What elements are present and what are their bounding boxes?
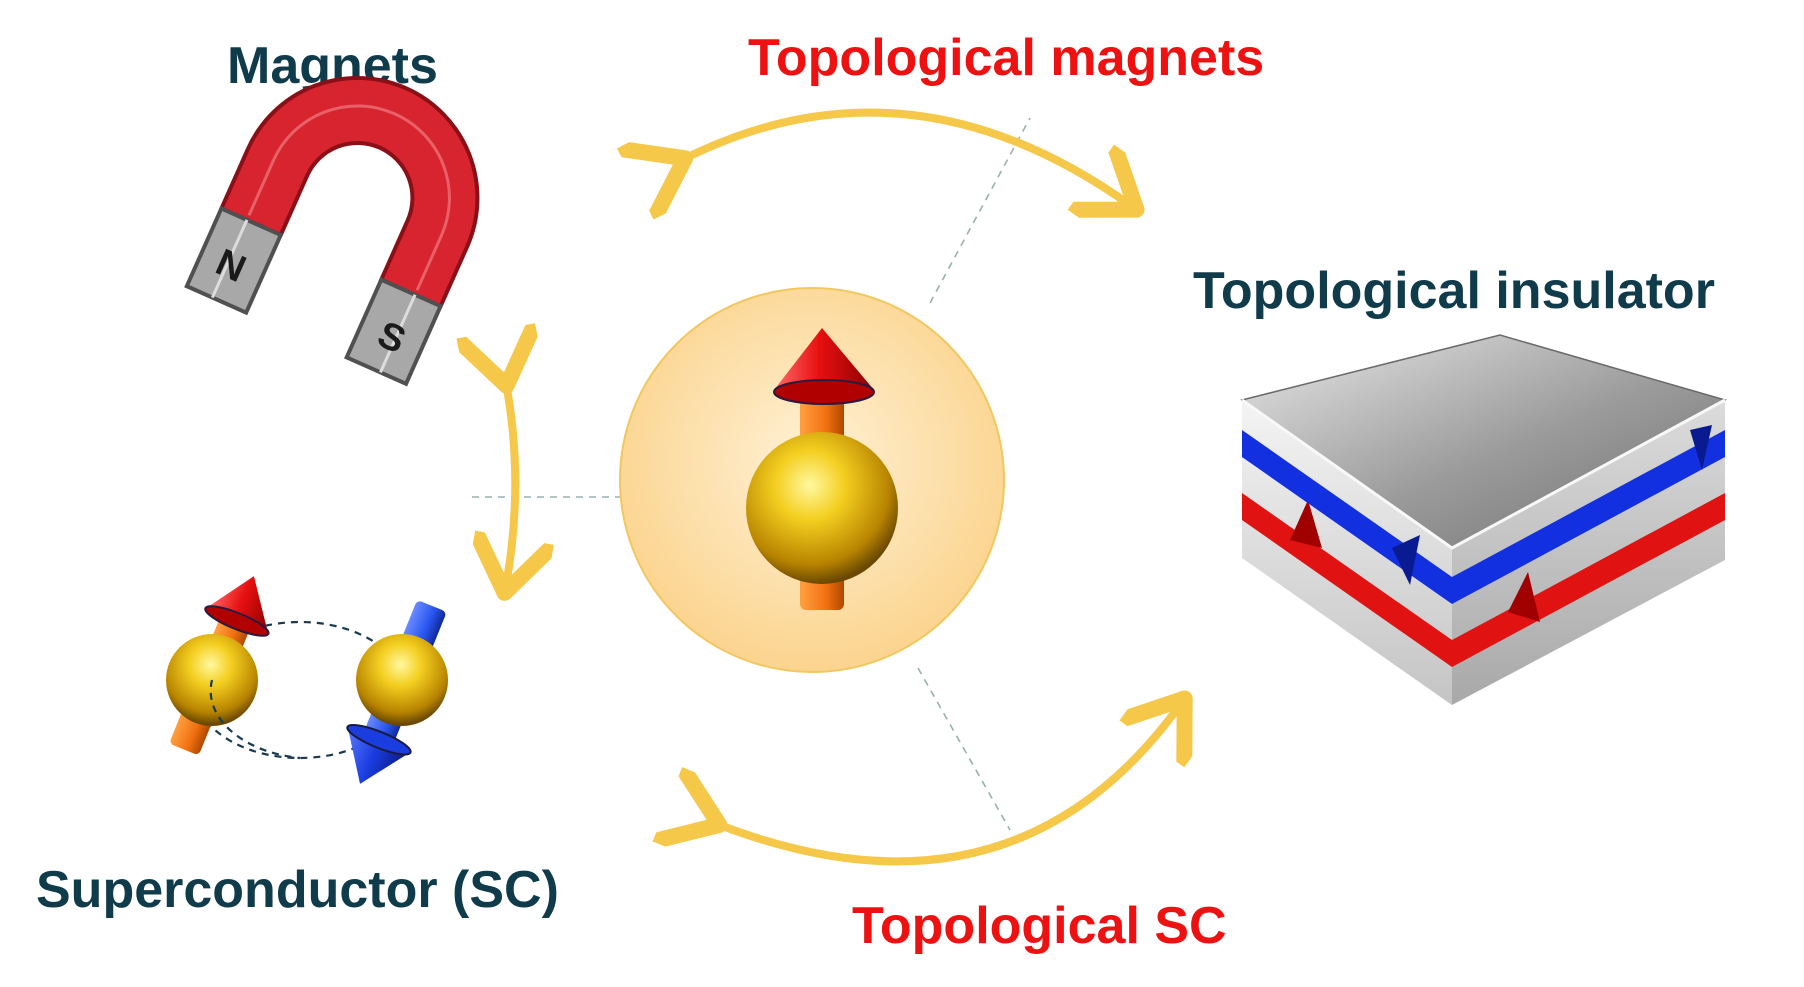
arrow-magnets-to-superconductor <box>505 378 515 585</box>
top-surface-state <box>1242 430 1725 604</box>
cooper-pair <box>166 576 448 784</box>
topological-sc-label: Topological SC <box>852 897 1227 955</box>
electron-sphere <box>746 432 898 584</box>
spin-up-cone <box>774 328 874 390</box>
topological-insulator-block <box>1240 334 1727 705</box>
arrow-superconductor-to-insulator <box>712 705 1180 866</box>
bottom-surface-state <box>1242 493 1725 667</box>
electron-right <box>356 634 448 726</box>
magnet-south-pole <box>344 277 444 387</box>
guide-lower-right <box>917 667 1011 831</box>
topological-magnets-label: Topological magnets <box>748 29 1265 87</box>
horseshoe-magnet: N S <box>184 76 480 387</box>
topological-insulator-label: Topological insulator <box>1193 262 1715 320</box>
superconductor-label: Superconductor (SC) <box>36 861 559 919</box>
arrow-magnets-to-insulator <box>678 108 1130 205</box>
guide-upper-right <box>929 117 1031 304</box>
magnet-body <box>218 76 480 309</box>
magnet-north-pole <box>184 205 284 316</box>
center-spin <box>619 287 1005 673</box>
spin-cone-base <box>773 379 875 405</box>
double-arrows <box>505 108 1180 866</box>
